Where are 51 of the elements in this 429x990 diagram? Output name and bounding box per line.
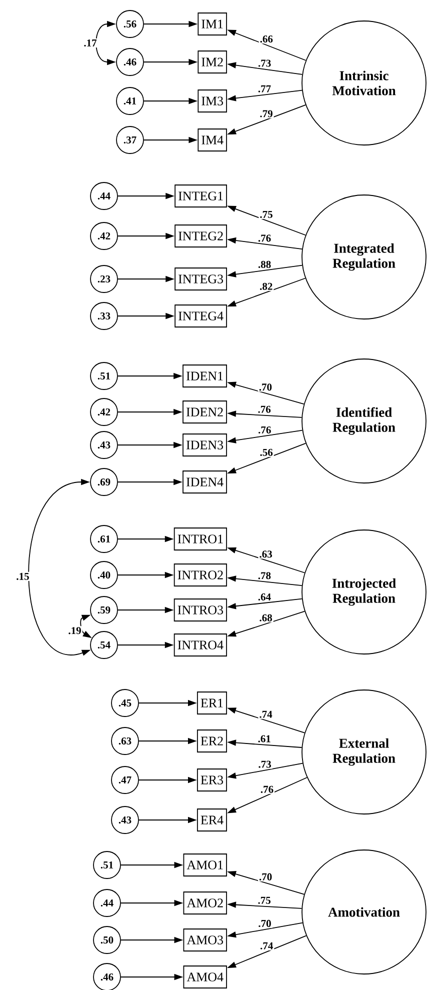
edge-label: .75 xyxy=(256,896,272,905)
edge-label: .74 xyxy=(258,710,274,719)
edge-label: .15 xyxy=(15,572,30,581)
edge-label: .82 xyxy=(258,282,274,291)
indicator-box: INTEG1 xyxy=(174,184,227,208)
edge-label: .88 xyxy=(257,260,272,269)
edge-label: .19 xyxy=(67,626,82,636)
indicator-box: INTEG4 xyxy=(174,304,227,328)
indicator-box: INTRO3 xyxy=(174,598,227,622)
edge-label: .56 xyxy=(258,448,274,457)
edge-label: .79 xyxy=(258,109,274,118)
indicator-box: INTRO2 xyxy=(174,564,227,586)
indicator-box: IDEN2 xyxy=(182,400,227,424)
edge-label: .64 xyxy=(256,592,272,602)
indicator-box: IM1 xyxy=(198,12,227,36)
edge-label: .76 xyxy=(259,784,275,794)
edge-label: .75 xyxy=(258,210,274,219)
edge-label: .76 xyxy=(256,234,272,243)
edge-label: .78 xyxy=(256,571,272,580)
indicator-box: ER4 xyxy=(197,808,227,832)
edge-label: .70 xyxy=(258,382,274,392)
indicator-box: ER2 xyxy=(197,730,227,752)
edge-label: .61 xyxy=(256,734,272,744)
indicator-box: INTRO1 xyxy=(174,528,227,550)
indicator-box: IM3 xyxy=(198,90,227,112)
edge-label: .73 xyxy=(257,760,272,769)
edge-label: .63 xyxy=(258,550,274,559)
indicator-box: AMO4 xyxy=(183,966,227,988)
edge-label: .74 xyxy=(259,941,274,950)
edge-label: .17 xyxy=(82,38,98,48)
indicator-box: IM4 xyxy=(198,128,227,152)
edge-label: .68 xyxy=(258,613,274,622)
edge-label: .66 xyxy=(258,34,274,44)
indicator-box: AMO2 xyxy=(183,892,227,914)
indicator-box: IDEN3 xyxy=(182,434,227,456)
edge-label: .77 xyxy=(256,84,272,94)
indicator-box: ER1 xyxy=(197,692,227,714)
edge-label: .70 xyxy=(258,872,274,882)
indicator-box: AMO1 xyxy=(183,854,227,876)
edge-label: .76 xyxy=(257,425,272,435)
edge-label: .76 xyxy=(256,404,272,414)
indicator-box: AMO3 xyxy=(183,928,227,952)
edge-label: .70 xyxy=(257,918,272,928)
indicator-box: INTRO4 xyxy=(174,634,227,656)
edge-label: .73 xyxy=(257,58,272,68)
indicator-box: IDEN4 xyxy=(182,470,227,494)
indicator-box: INTEG3 xyxy=(174,268,227,290)
indicator-box: IDEN1 xyxy=(182,364,227,388)
indicator-box: ER3 xyxy=(197,768,227,792)
indicator-box: IM2 xyxy=(198,50,227,74)
indicator-box: INTEG2 xyxy=(174,224,227,248)
